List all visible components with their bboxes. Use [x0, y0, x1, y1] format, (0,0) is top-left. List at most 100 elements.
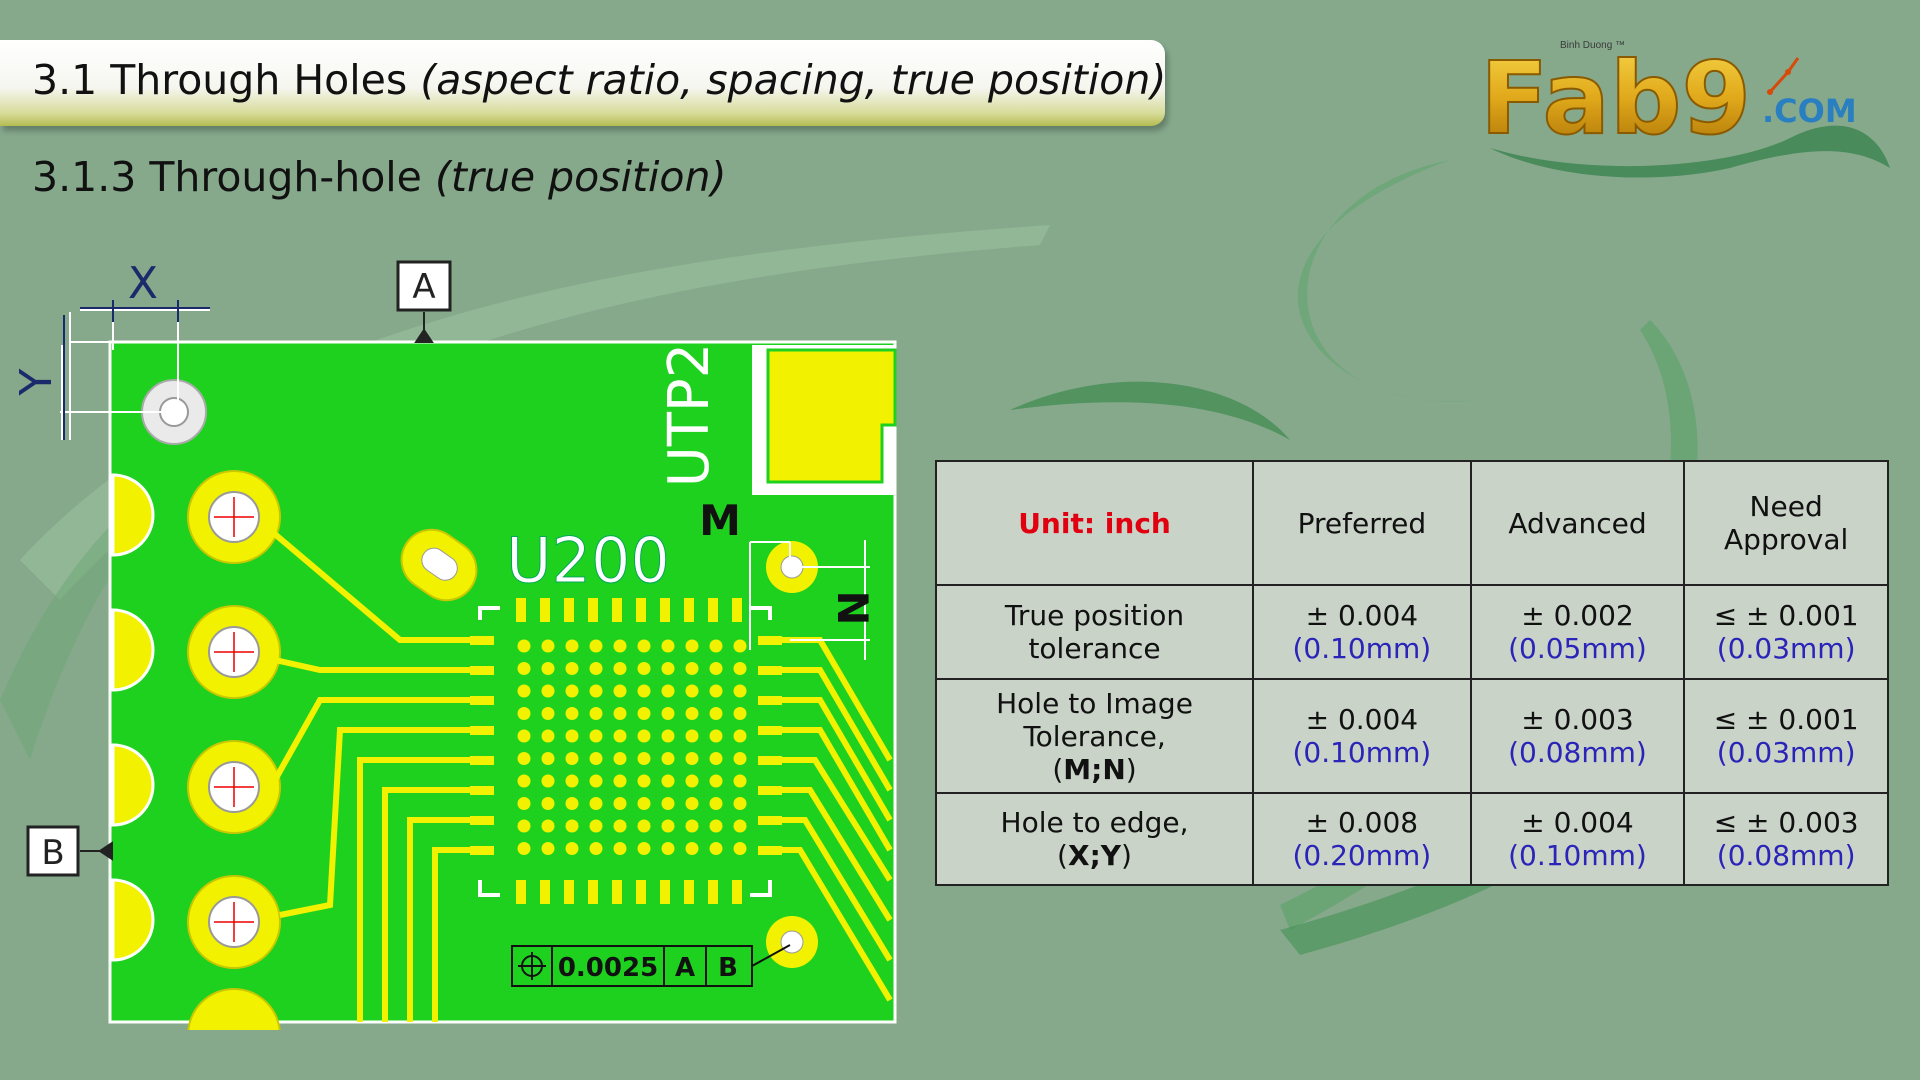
bga-ball: [637, 797, 651, 810]
row-label-line-1: Hole to Image: [996, 686, 1193, 720]
bga-ball: [541, 752, 555, 765]
copper-pad: [766, 348, 897, 484]
slide-title-italic: (aspect ratio, spacing, true position): [420, 56, 1167, 104]
advanced-mm: (0.08mm): [1508, 736, 1647, 769]
bga-ball: [733, 729, 747, 743]
bga-ball: [565, 662, 579, 675]
bga-ball: [637, 729, 651, 743]
bga-ball: [613, 707, 627, 720]
preferred-cell: ± 0.008(0.20mm): [1252, 792, 1472, 886]
row-label-line-2: Tolerance,: [1023, 719, 1166, 753]
row-label-line-3: (M;N): [943, 753, 1246, 786]
approval-mm: (0.08mm): [1716, 839, 1856, 872]
datum-a-marker: [396, 260, 452, 343]
paren-close: ): [1125, 752, 1137, 786]
bga-ball: [589, 842, 603, 855]
row-label-line-2: tolerance: [1028, 632, 1161, 665]
advanced-mm: (0.10mm): [1508, 839, 1647, 872]
bga-ball: [589, 662, 603, 675]
bga-ball: [637, 639, 651, 653]
advanced-cell: ± 0.002(0.05mm): [1469, 584, 1686, 680]
bga-ball: [517, 819, 531, 833]
bga-ball: [685, 662, 699, 675]
paren-open: (: [1057, 839, 1068, 872]
dimension-n-label: N: [828, 590, 877, 625]
bga-ball: [613, 752, 627, 765]
bga-ball: [733, 797, 747, 810]
bga-ball: [565, 774, 579, 788]
bga-ball: [661, 639, 675, 653]
bga-ball: [637, 774, 651, 788]
bga-ball: [565, 797, 579, 810]
row-label-line-1: True position: [1004, 599, 1185, 632]
slide-subtitle: 3.1.3 Through-hole (true position): [32, 153, 727, 201]
bga-ball: [661, 707, 675, 720]
preferred-mm: (0.20mm): [1292, 839, 1432, 872]
advanced-cell: ± 0.004(0.10mm): [1469, 792, 1686, 886]
need-approval-line-2: Approval: [1724, 523, 1849, 556]
bga-ball: [613, 684, 627, 698]
bga-ball: [613, 774, 627, 788]
xy-symbol: X;Y: [1067, 839, 1122, 872]
bga-ball: [637, 752, 651, 765]
preferred-mm: (0.10mm): [1292, 736, 1432, 769]
bga-ball: [733, 819, 747, 833]
approval-value: ≤ ± 0.003: [1713, 806, 1859, 839]
bga-ball: [517, 662, 531, 675]
advanced-value: ± 0.002: [1521, 599, 1634, 632]
preferred-value: ± 0.004: [1305, 599, 1419, 632]
fcf-tolerance-value: 0.0025: [558, 953, 658, 983]
row-label-line-1: Hole to edge,: [1000, 806, 1189, 839]
advanced-header: Advanced: [1469, 460, 1686, 586]
table-row-true-position: True position tolerance ± 0.004(0.10mm) …: [934, 584, 1889, 680]
advanced-cell: ± 0.003(0.08mm): [1469, 678, 1686, 794]
bga-ball: [709, 797, 723, 810]
preferred-header: Preferred: [1252, 460, 1472, 586]
bga-ball: [565, 684, 579, 698]
dimension-m-label: M: [699, 496, 741, 545]
bga-ball: [733, 707, 747, 720]
row-label: Hole to Image Tolerance, (M;N): [934, 678, 1255, 794]
bga-ball: [733, 752, 747, 765]
row-label: Hole to edge, (X;Y): [934, 792, 1255, 886]
bga-ball: [733, 684, 747, 698]
bga-ball: [517, 842, 531, 855]
bga-ball: [733, 639, 747, 653]
bga-ball: [613, 639, 627, 653]
edge-castellations: [111, 473, 155, 962]
bga-ball: [613, 819, 627, 833]
bga-ball: [661, 797, 675, 810]
bga-ball: [685, 797, 699, 810]
through-hole-spec-table: Unit: inch Preferred Advanced Need Appro…: [934, 460, 1889, 886]
bga-ball: [589, 752, 603, 765]
fab9-logo: Fab9: [1479, 39, 1890, 178]
bga-ball: [733, 774, 747, 788]
bga-ball: [709, 729, 723, 743]
logo-brand: Fab9: [1480, 40, 1751, 157]
bga-ball: [661, 752, 675, 765]
copper-traces: [268, 527, 893, 1022]
fcf-datum-a: A: [675, 953, 695, 983]
bga-ball: [661, 842, 675, 855]
bga-ball: [565, 819, 579, 833]
bga-ball: [565, 752, 579, 765]
bga-ball: [661, 662, 675, 675]
bga-ball: [613, 662, 627, 675]
component-ref-label: U200: [506, 524, 670, 597]
preferred-value: ± 0.004: [1305, 703, 1419, 736]
slide-title-bar: 3.1 Through Holes (aspect ratio, spacing…: [0, 40, 1166, 126]
paren-open: (: [1052, 752, 1064, 786]
bga-ball: [613, 797, 627, 810]
bga-ball: [565, 842, 579, 855]
dimension-x-label: X: [128, 258, 158, 309]
bga-ball: [685, 639, 699, 653]
bga-ball: [541, 662, 555, 675]
bga-ball: [637, 707, 651, 720]
bga-ball: [685, 752, 699, 765]
fcf-datum-b: B: [718, 953, 738, 983]
datum-a-label: A: [412, 267, 435, 307]
table-row-hole-to-image: Hole to Image Tolerance, (M;N) ± 0.004(0…: [934, 678, 1889, 794]
approval-value: ≤ ± 0.001: [1713, 599, 1859, 632]
slide-title: 3.1 Through Holes (aspect ratio, spacing…: [32, 56, 1166, 104]
bga-ball: [685, 842, 699, 855]
